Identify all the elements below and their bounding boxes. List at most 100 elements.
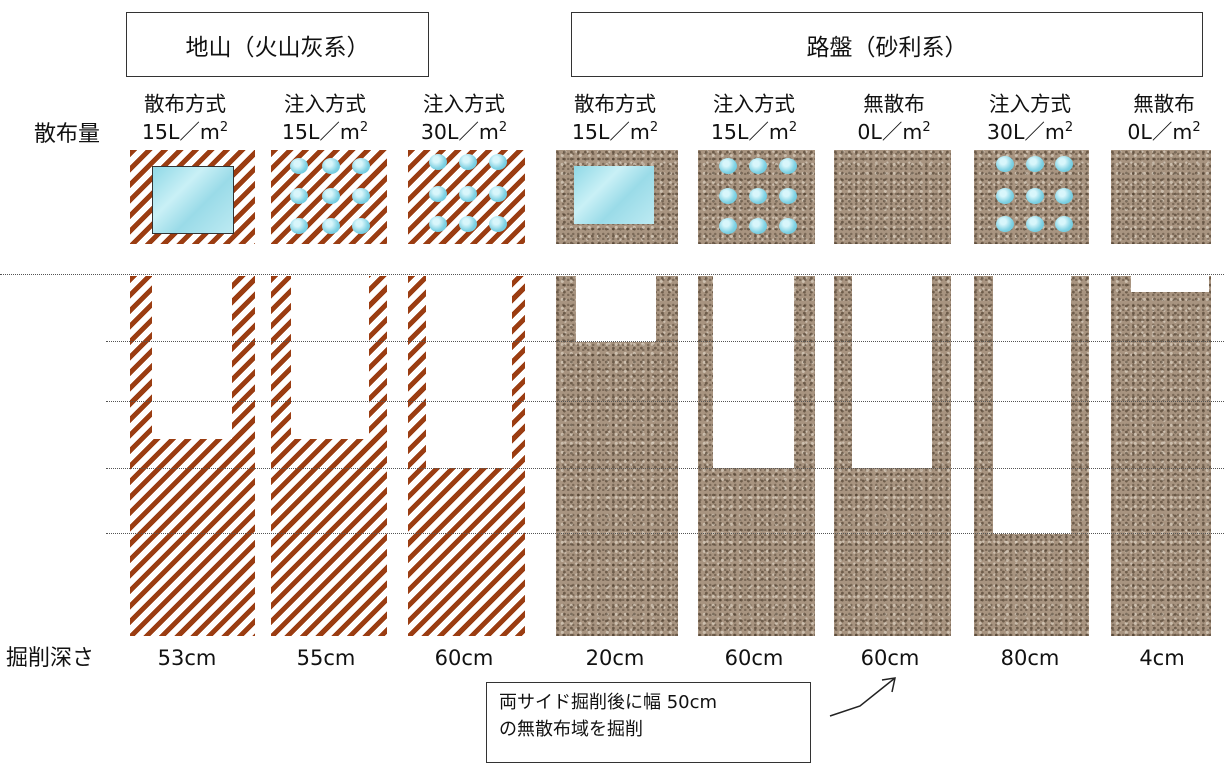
cross-section bbox=[130, 276, 255, 636]
excavation bbox=[852, 276, 932, 468]
surface-tile bbox=[130, 150, 255, 244]
row-label-amount: 散布量 bbox=[34, 122, 101, 147]
surface-tile bbox=[1111, 150, 1211, 244]
water-drop-icon bbox=[1055, 216, 1073, 232]
surface-tile bbox=[834, 150, 951, 244]
water-drop-icon bbox=[290, 158, 308, 174]
cross-section bbox=[408, 276, 525, 636]
water-drop-icon bbox=[459, 186, 477, 202]
water-drop-icon bbox=[996, 216, 1014, 232]
column-header: 注入方式 15L／m2 bbox=[265, 92, 385, 144]
water-drop-icon bbox=[322, 188, 340, 204]
surface-tile bbox=[556, 150, 678, 244]
cross-section bbox=[1111, 276, 1211, 636]
column-amount: 0L／m2 bbox=[1127, 119, 1201, 144]
water-drop-icon bbox=[749, 188, 767, 204]
note-line-2: の無散布域を掘削 bbox=[499, 719, 643, 740]
excavation bbox=[152, 276, 232, 439]
column-amount: 15L／m2 bbox=[281, 119, 369, 144]
cross-section bbox=[556, 276, 678, 636]
column-header: 無散布 0L／m2 bbox=[1104, 92, 1224, 144]
water-drop-icon bbox=[1026, 188, 1044, 204]
surface-tile bbox=[271, 150, 387, 244]
water-drop-icon bbox=[996, 188, 1014, 204]
water-drop-icon bbox=[290, 218, 308, 234]
water-drop-icon bbox=[996, 156, 1014, 172]
column-amount: 15L／m2 bbox=[710, 119, 798, 144]
reference-line bbox=[0, 274, 1224, 275]
column-header: 無散布 0L／m2 bbox=[834, 92, 954, 144]
water-drop-icon bbox=[749, 218, 767, 234]
column-method: 注入方式 bbox=[423, 92, 505, 116]
depth-value: 60cm bbox=[724, 646, 784, 670]
water-drop-icon bbox=[779, 188, 797, 204]
row-label-depth: 掘削深さ bbox=[6, 646, 95, 671]
depth-value: 60cm bbox=[434, 646, 494, 670]
water-drop-icon bbox=[779, 218, 797, 234]
cross-section bbox=[974, 276, 1089, 636]
water-drop-icon bbox=[749, 158, 767, 174]
column-header: 注入方式 30L／m2 bbox=[404, 92, 524, 144]
water-drop-icon bbox=[1026, 156, 1044, 172]
depth-value: 53cm bbox=[157, 646, 217, 670]
excavation bbox=[713, 276, 794, 468]
surface-tile bbox=[408, 150, 525, 244]
column-amount: 30L／m2 bbox=[986, 119, 1074, 144]
water-drop-icon bbox=[719, 158, 737, 174]
group-header-roadbed-label: 路盤（砂利系） bbox=[806, 34, 968, 61]
water-drop-icon bbox=[719, 188, 737, 204]
water-drop-icon bbox=[459, 154, 477, 170]
column-header: 注入方式 30L／m2 bbox=[970, 92, 1090, 144]
surface-tile bbox=[974, 150, 1089, 244]
column-method: 無散布 bbox=[863, 92, 925, 116]
group-header-roadbed: 路盤（砂利系） bbox=[571, 12, 1203, 77]
water-drop-icon bbox=[429, 186, 447, 202]
water-drop-icon bbox=[429, 216, 447, 232]
excavation bbox=[291, 276, 369, 439]
note-box: 両サイド掘削後に幅 50cm の無散布域を掘削 bbox=[486, 682, 811, 763]
water-drop-icon bbox=[489, 186, 507, 202]
depth-value: 55cm bbox=[296, 646, 356, 670]
column-method: 散布方式 bbox=[144, 92, 226, 116]
column-header: 散布方式 15L／m2 bbox=[555, 92, 675, 144]
column-header: 注入方式 15L／m2 bbox=[694, 92, 814, 144]
water-drop-icon bbox=[322, 218, 340, 234]
cross-section bbox=[271, 276, 387, 636]
water-drop-icon bbox=[1055, 188, 1073, 204]
cross-section bbox=[834, 276, 951, 636]
water-drop-icon bbox=[352, 218, 370, 234]
column-method: 注入方式 bbox=[284, 92, 366, 116]
spread-area bbox=[152, 166, 234, 234]
column-method: 散布方式 bbox=[574, 92, 656, 116]
cross-section bbox=[698, 276, 815, 636]
column-method: 注入方式 bbox=[989, 92, 1071, 116]
column-amount: 15L／m2 bbox=[571, 119, 659, 144]
water-drop-icon bbox=[779, 158, 797, 174]
column-method: 無散布 bbox=[1133, 92, 1195, 116]
depth-value: 80cm bbox=[1000, 646, 1060, 670]
water-drop-icon bbox=[322, 158, 340, 174]
column-amount: 30L／m2 bbox=[420, 119, 508, 144]
excavation bbox=[426, 276, 512, 468]
group-header-ground-label: 地山（火山灰系） bbox=[185, 34, 370, 61]
water-drop-icon bbox=[1026, 216, 1044, 232]
reference-line bbox=[106, 341, 1224, 342]
water-drop-icon bbox=[352, 188, 370, 204]
depth-value: 4cm bbox=[1139, 646, 1185, 670]
water-drop-icon bbox=[1055, 156, 1073, 172]
water-drop-icon bbox=[352, 158, 370, 174]
reference-line bbox=[106, 468, 1224, 469]
depth-value: 60cm bbox=[860, 646, 920, 670]
water-drop-icon bbox=[489, 216, 507, 232]
excavation bbox=[576, 276, 656, 342]
column-amount: 15L／m2 bbox=[141, 119, 229, 144]
depth-value: 20cm bbox=[585, 646, 645, 670]
excavation bbox=[993, 276, 1071, 534]
reference-line bbox=[106, 533, 1224, 534]
column-header: 散布方式 15L／m2 bbox=[125, 92, 245, 144]
water-drop-icon bbox=[429, 154, 447, 170]
excavation bbox=[1131, 276, 1209, 292]
water-drop-icon bbox=[719, 218, 737, 234]
water-drop-icon bbox=[290, 188, 308, 204]
column-method: 注入方式 bbox=[713, 92, 795, 116]
